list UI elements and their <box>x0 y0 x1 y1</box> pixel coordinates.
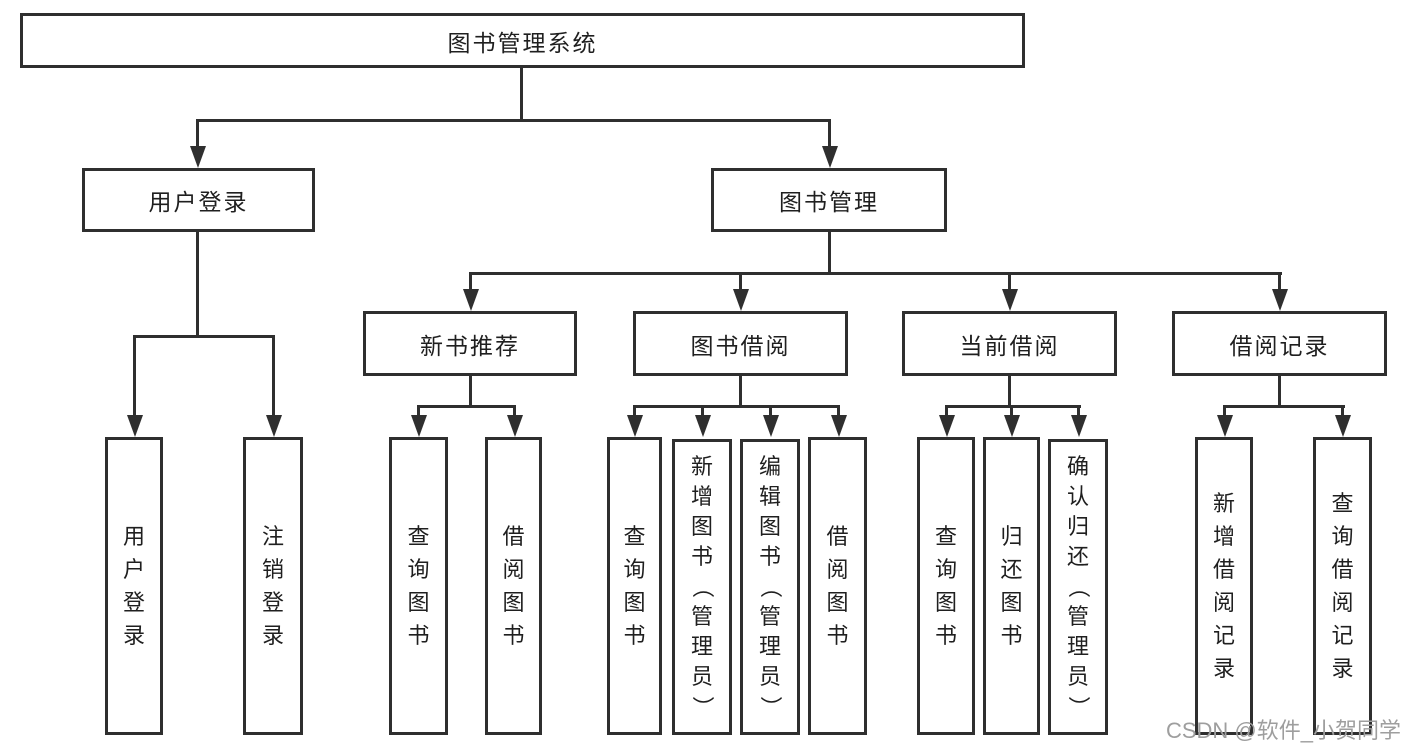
leaf-label: 查询图书 <box>407 524 430 648</box>
leaf-label: 查询借阅记录 <box>1331 491 1354 681</box>
arrow-down-icon <box>127 415 143 437</box>
node-borrowing-records: 借阅记录 <box>1172 311 1387 376</box>
leaf-label: 编辑图书（管理员） <box>757 454 783 719</box>
connector-leaf-stem <box>1223 405 1226 417</box>
arrow-down-icon <box>190 146 206 168</box>
connector-newbooks-down <box>469 376 472 405</box>
csdn-watermark: CSDN @软件_小贺同学 <box>1165 718 1401 743</box>
node-book-borrowing-label: 图书借阅 <box>690 332 791 359</box>
node-borrowing-records-label: 借阅记录 <box>1229 332 1330 359</box>
node-current-borrowing: 当前借阅 <box>902 311 1117 376</box>
connector-level2-hline <box>196 119 831 122</box>
leaf-label: 新增借阅记录 <box>1212 491 1235 681</box>
node-current-borrowing-label: 当前借阅 <box>959 332 1060 359</box>
arrow-down-icon <box>266 415 282 437</box>
leaf-label: 确认归还（管理员） <box>1065 454 1091 719</box>
connector-leaf-stem <box>701 405 704 417</box>
arrow-down-icon <box>627 415 643 437</box>
connector-leaf-stem <box>633 405 636 417</box>
leaf-node-query-books: 查询图书 <box>389 437 448 735</box>
leaf-label: 新增图书（管理员） <box>689 454 715 719</box>
connector-user-login-down <box>196 232 199 335</box>
arrow-down-icon <box>1071 415 1087 437</box>
connector-leaf-stem <box>1010 405 1013 417</box>
connector-leaf-stem <box>513 405 516 417</box>
connector-leaf-stem <box>1077 405 1080 417</box>
connector-level3-stem <box>1278 272 1281 290</box>
connector-leaf-stem <box>837 405 840 417</box>
arrow-down-icon <box>1217 415 1233 437</box>
leaf-label: 注销登录 <box>261 524 284 648</box>
leaf-label: 借阅图书 <box>826 524 849 648</box>
arrow-down-icon <box>1004 415 1020 437</box>
leaf-node-borrow-books: 借阅图书 <box>808 437 867 735</box>
arrow-down-icon <box>1335 415 1351 437</box>
node-library-management-system: 图书管理系统 <box>20 13 1025 68</box>
arrow-down-icon <box>733 289 749 311</box>
connector-level3-hline <box>469 272 1282 275</box>
arrow-down-icon <box>695 415 711 437</box>
connector-book-mgmt-stem <box>828 119 831 148</box>
connector-user-login-stem <box>196 119 199 148</box>
connector-leaf-stem <box>417 405 420 417</box>
arrow-down-icon <box>463 289 479 311</box>
connector-records-hline <box>1223 405 1345 408</box>
leaf-node-add-borrow-record: 新增借阅记录 <box>1195 437 1253 735</box>
connector-level3-stem <box>739 272 742 290</box>
connector-currentborrow-hline <box>945 405 1081 408</box>
node-user-login-label: 用户登录 <box>148 189 249 215</box>
leaf-node-logout: 注销登录 <box>243 437 303 735</box>
node-book-borrowing: 图书借阅 <box>633 311 848 376</box>
leaf-label: 查询图书 <box>623 524 646 648</box>
leaf-label: 借阅图书 <box>502 524 525 648</box>
connector-root-stub <box>520 68 523 119</box>
arrow-down-icon <box>831 415 847 437</box>
arrow-down-icon <box>939 415 955 437</box>
connector-bookborrow-hline <box>633 405 840 408</box>
leaf-node-query-borrow-record: 查询借阅记录 <box>1313 437 1372 735</box>
connector-records-down <box>1278 376 1281 405</box>
leaf-node-confirm-return-admin: 确认归还（管理员） <box>1048 439 1108 735</box>
node-new-book-recommendation: 新书推荐 <box>363 311 577 376</box>
node-book-management-label: 图书管理 <box>779 189 879 215</box>
leaf-node-edit-books-admin: 编辑图书（管理员） <box>740 439 800 735</box>
root-node-label: 图书管理系统 <box>447 29 598 56</box>
leaf-node-query-books: 查询图书 <box>917 437 975 735</box>
leaf-label: 用户登录 <box>122 524 145 648</box>
leaf-node-borrow-books: 借阅图书 <box>485 437 542 735</box>
node-user-login: 用户登录 <box>82 168 315 232</box>
leaf-label: 查询图书 <box>934 524 957 648</box>
arrow-down-icon <box>507 415 523 437</box>
arrow-down-icon <box>1002 289 1018 311</box>
connector-leaf-stem <box>769 405 772 417</box>
leaf-label: 归还图书 <box>1000 524 1023 648</box>
arrow-down-icon <box>1272 289 1288 311</box>
arrow-down-icon <box>411 415 427 437</box>
arrow-down-icon <box>822 146 838 168</box>
connector-newbooks-hline <box>417 405 516 408</box>
leaf-node-add-books-admin: 新增图书（管理员） <box>672 439 732 735</box>
node-book-management: 图书管理 <box>711 168 947 232</box>
connector-user-login-hline <box>133 335 275 338</box>
connector-level3-stem <box>1008 272 1011 290</box>
connector-leaf-stem <box>272 335 275 416</box>
node-new-book-recommendation-label: 新书推荐 <box>420 332 520 359</box>
connector-level3-stem <box>469 272 472 290</box>
connector-leaf-stem <box>945 405 948 417</box>
connector-leaf-stem <box>1341 405 1344 417</box>
arrow-down-icon <box>763 415 779 437</box>
connector-bookborrow-down <box>739 376 742 405</box>
connector-book-mgmt-down <box>828 232 831 272</box>
leaf-node-user-login: 用户登录 <box>105 437 163 735</box>
leaf-node-query-books: 查询图书 <box>607 437 662 735</box>
leaf-node-return-books: 归还图书 <box>983 437 1040 735</box>
connector-currentborrow-down <box>1008 376 1011 405</box>
connector-leaf-stem <box>133 335 136 416</box>
